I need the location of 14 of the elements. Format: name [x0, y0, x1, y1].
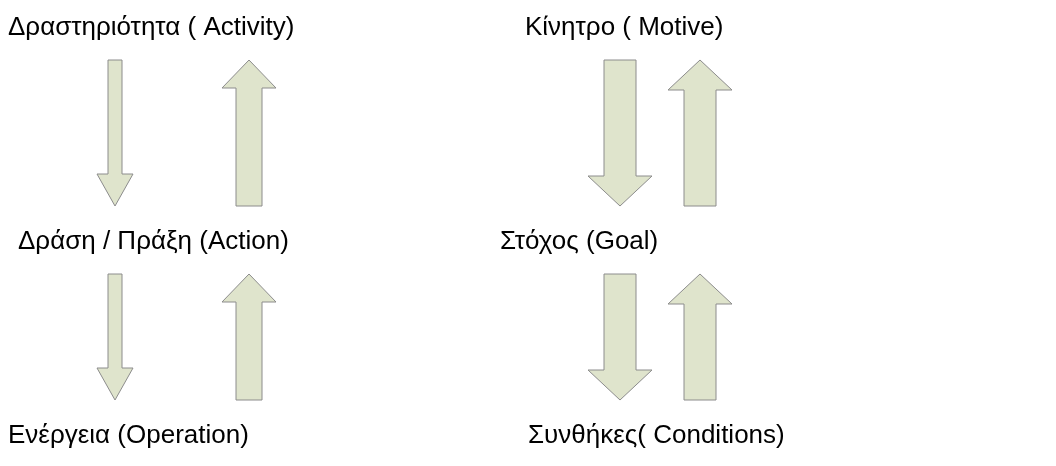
block-arrow	[587, 59, 653, 207]
block-arrow	[667, 59, 733, 207]
block-arrow	[96, 59, 134, 207]
node-label: Στόχος (Goal)	[500, 225, 659, 255]
block-arrow	[221, 273, 277, 401]
block-arrow	[587, 273, 653, 401]
block-arrow	[221, 59, 277, 207]
block-arrow	[96, 273, 134, 401]
node-label: Κίνητρο ( Motive)	[525, 11, 724, 41]
node-label: Ενέργεια (Operation)	[8, 419, 249, 449]
block-arrow	[667, 273, 733, 401]
node-label: Δράση / Πράξη (Action)	[18, 225, 289, 255]
node-label: Δραστηριότητα ( Activity)	[8, 11, 295, 41]
node-label: Συνθήκες( Conditions)	[528, 419, 785, 449]
